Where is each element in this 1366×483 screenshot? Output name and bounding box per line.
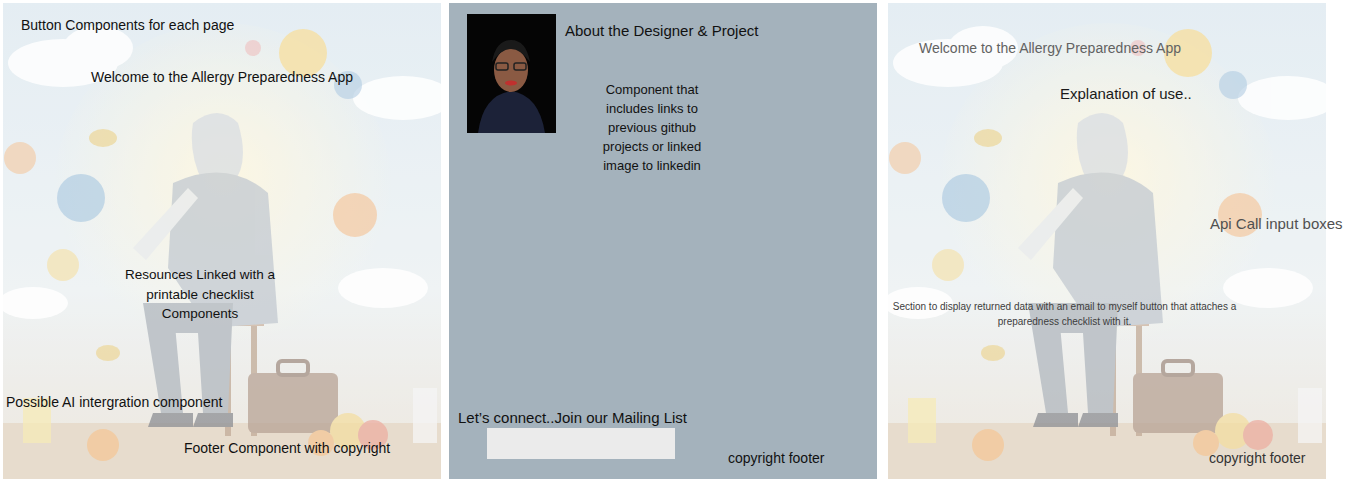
wireframe-note: Api Call input boxes [1210, 215, 1343, 232]
wireframe-note: Button Components for each page [21, 17, 234, 33]
wireframe-note: Footer Component with copyright [184, 440, 390, 456]
wireframe-note: copyright footer [1209, 450, 1306, 466]
about-page-panel: About the Designer & ProjectComponent th… [449, 3, 877, 479]
wireframe-note: Explanation of use.. [1060, 85, 1192, 102]
home-page-panel: Button Components for each pageWelcome t… [3, 3, 441, 479]
wireframe-note: Component that includes links to previou… [587, 80, 717, 175]
wireframe-note: About the Designer & Project [565, 22, 758, 39]
app-page-panel: Welcome to the Allergy Preparedness AppE… [888, 3, 1365, 479]
wireframe-note: Welcome to the Allergy Preparedness App [919, 40, 1181, 56]
wireframe-note: Possible AI intergration component [6, 394, 222, 410]
wireframe-note: Welcome to the Allergy Preparedness App [91, 69, 353, 85]
wireframe-note: copyright footer [728, 450, 825, 466]
wireframe-note: Let’s connect..Join our Mailing List [458, 409, 687, 426]
wireframe-note: Resounces Linked with a printable checkl… [115, 265, 285, 324]
wireframe-note: Section to display returned data with an… [892, 299, 1237, 329]
